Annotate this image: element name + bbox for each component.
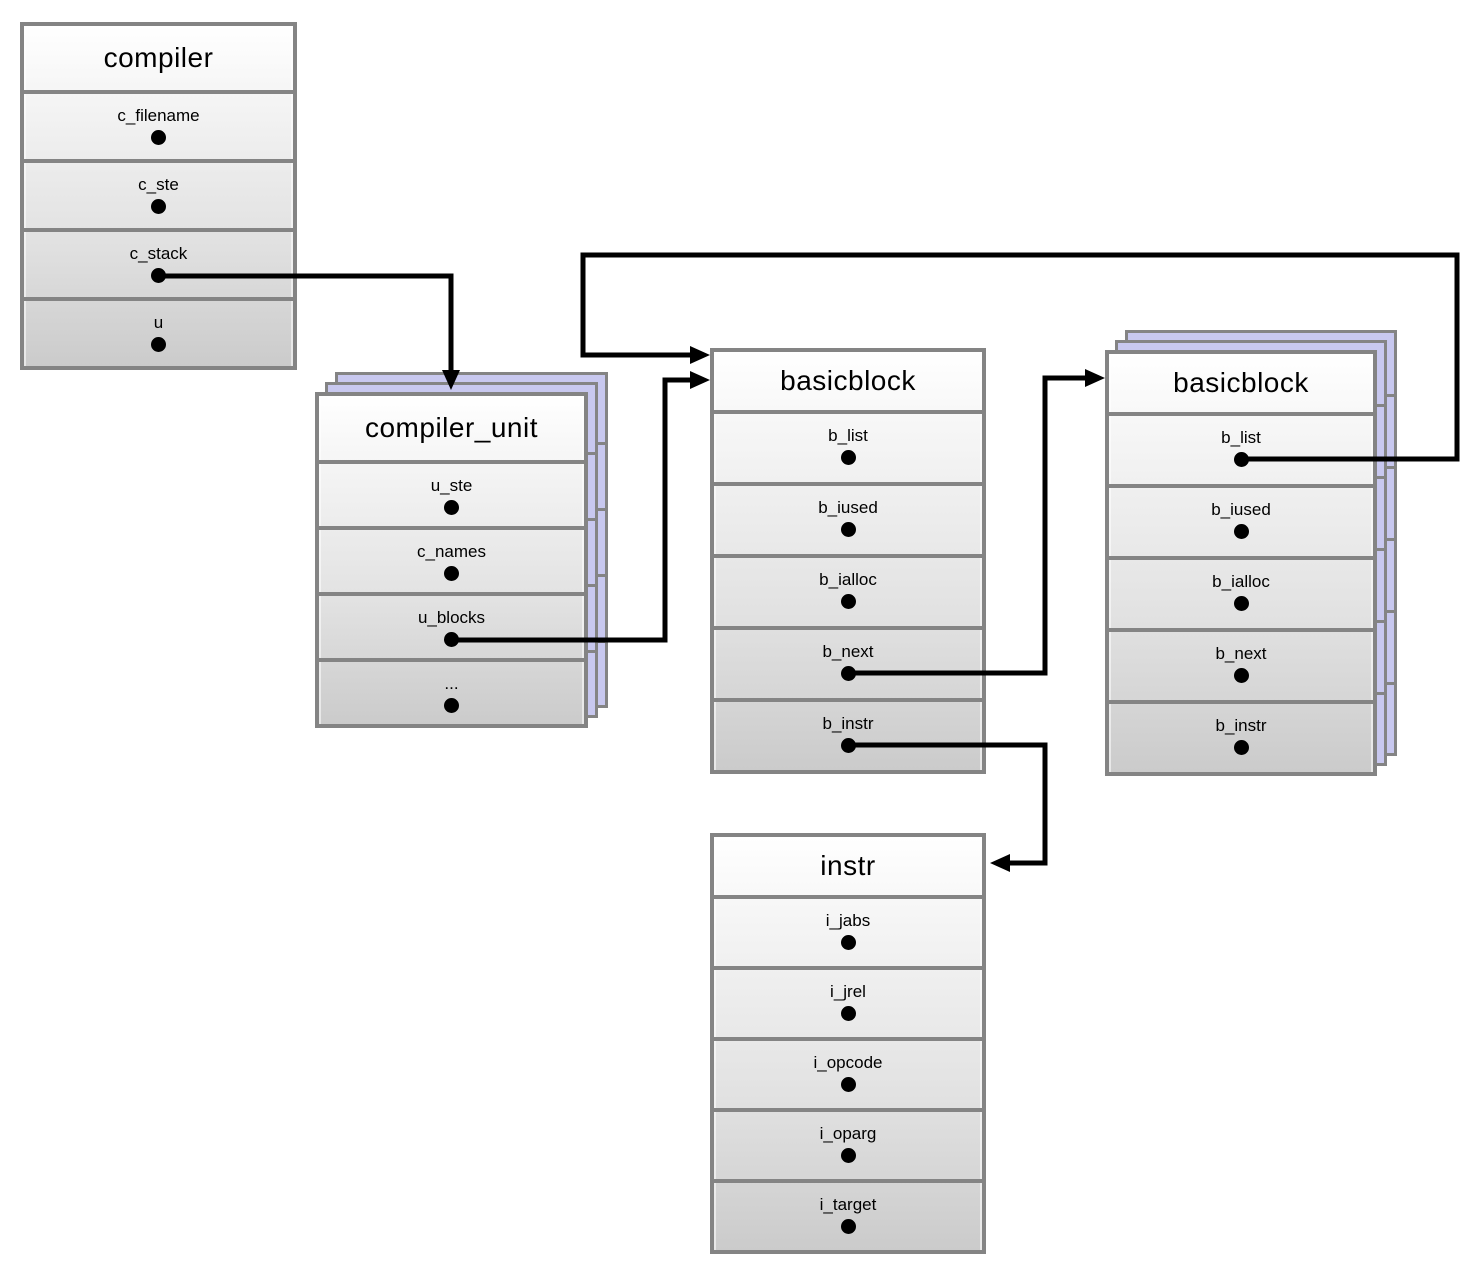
field-label: c_stack [129, 244, 188, 263]
field-row: b_ialloc [1109, 556, 1373, 628]
struct-compiler: compiler c_filename c_ste c_stack u [20, 22, 297, 370]
field-row: b_next [1109, 628, 1373, 700]
field-label: u_ste [430, 476, 473, 495]
pointer-dot [1233, 740, 1249, 755]
field-label: c_filename [117, 106, 200, 125]
field-label: b_ialloc [1212, 572, 1270, 591]
field-row: c_ste [24, 159, 293, 228]
struct-title: instr [714, 837, 982, 895]
pointer-dot [151, 130, 166, 145]
field-row: b_instr [1109, 700, 1373, 772]
field-row: b_list [1109, 412, 1373, 484]
field-label: b_next [1215, 644, 1267, 663]
field-label: u_blocks [417, 608, 486, 627]
field-row: b_next [714, 626, 982, 698]
field-row: b_instr [714, 698, 982, 770]
field-label: i_jabs [825, 911, 871, 930]
pointer-dot [840, 450, 856, 465]
pointer-dot [1233, 452, 1249, 467]
pointer-dot [840, 738, 856, 753]
field-label: c_names [417, 542, 486, 561]
pointer-dot [444, 698, 459, 713]
pointer-dot [151, 337, 166, 352]
struct-compiler-unit: compiler_unit u_ste c_names u_blocks ... [315, 392, 588, 728]
arrowhead-icon [690, 371, 710, 389]
struct-basicblock-2: basicblock b_list b_iused b_ialloc b_nex… [1105, 350, 1377, 776]
field-label: b_next [822, 642, 874, 661]
struct-title: compiler [24, 26, 293, 90]
pointer-dot [444, 632, 459, 647]
field-row: ... [319, 658, 584, 724]
field-label: i_oparg [819, 1124, 877, 1143]
struct-title: basicblock [714, 352, 982, 410]
pointer-dot [1233, 524, 1249, 539]
pointer-dot [840, 666, 856, 681]
field-row: i_target [714, 1179, 982, 1250]
struct-instr: instr i_jabs i_jrel i_opcode i_oparg i_t… [710, 833, 986, 1254]
field-label: b_ialloc [819, 570, 877, 589]
pointer-dot [840, 1077, 856, 1092]
field-label: u [153, 313, 164, 332]
pointer-dot [840, 1148, 856, 1163]
struct-basicblock-1: basicblock b_list b_iused b_ialloc b_nex… [710, 348, 986, 774]
field-row: i_opcode [714, 1037, 982, 1108]
pointer-dot [1233, 668, 1249, 683]
field-label: i_target [819, 1195, 877, 1214]
field-label: b_iused [1211, 500, 1271, 519]
arrowhead-icon [1085, 369, 1105, 387]
field-row: u_ste [319, 460, 584, 526]
pointer-dot [840, 594, 856, 609]
pointer-dot [840, 935, 856, 950]
struct-title: compiler_unit [319, 396, 584, 460]
field-label: c_ste [138, 175, 179, 194]
arrowhead-icon [990, 854, 1010, 872]
field-label: b_list [828, 426, 868, 445]
field-label: ... [444, 674, 459, 693]
pointer-dot [1233, 596, 1249, 611]
pointer-dot [151, 199, 166, 214]
field-label: b_list [1221, 428, 1261, 447]
field-label: i_jrel [830, 982, 866, 1001]
field-label: b_instr [1215, 716, 1267, 735]
field-label: i_opcode [813, 1053, 883, 1072]
pointer-dot [444, 566, 459, 581]
field-row: c_stack [24, 228, 293, 297]
pointer-dot [840, 522, 856, 537]
field-row: u [24, 297, 293, 366]
arrowhead-icon [690, 346, 710, 364]
field-label: b_instr [822, 714, 874, 733]
field-row: b_list [714, 410, 982, 482]
field-row: b_iused [714, 482, 982, 554]
field-row: b_iused [1109, 484, 1373, 556]
field-label: b_iused [818, 498, 878, 517]
field-row: b_ialloc [714, 554, 982, 626]
pointer-dot [840, 1006, 856, 1021]
pointer-dot [151, 268, 166, 283]
pointer-dot [444, 500, 459, 515]
field-row: i_jabs [714, 895, 982, 966]
field-row: u_blocks [319, 592, 584, 658]
struct-title: basicblock [1109, 354, 1373, 412]
field-row: c_filename [24, 90, 293, 159]
field-row: c_names [319, 526, 584, 592]
pointer-dot [840, 1219, 856, 1234]
field-row: i_oparg [714, 1108, 982, 1179]
field-row: i_jrel [714, 966, 982, 1037]
